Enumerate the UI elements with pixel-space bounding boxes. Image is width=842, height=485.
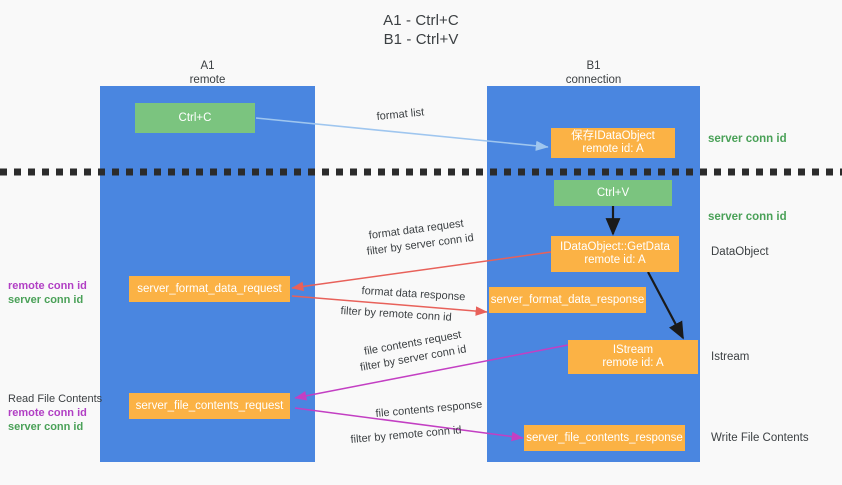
node-ctrl-v-label: Ctrl+V (596, 186, 630, 199)
filter-prefix: filter by (340, 304, 377, 320)
node-save-idataobject-line2: remote id: A (582, 143, 644, 155)
edge-label-format-list: format list (376, 106, 425, 123)
column-header-a1: A1 remote (100, 59, 315, 87)
node-istream-line2: remote id: A (602, 357, 664, 369)
left-annotation-read-file-contents: Read File Contents (8, 393, 103, 405)
node-server-format-data-response-label: server_format_data_response (490, 293, 645, 306)
node-server-file-contents-request-label: server_file_contents_request (135, 399, 284, 412)
node-idataobject-getdata-line1: IDataObject::GetData (560, 241, 670, 253)
node-ctrl-v[interactable]: Ctrl+V (554, 180, 672, 206)
left-annotation-format-data: remote conn id server conn id (8, 279, 87, 307)
column-header-b1-name: B1 (586, 60, 601, 72)
right-annotation-dataobject: DataObject (711, 246, 769, 258)
node-istream[interactable]: IStream remote id: A (568, 340, 698, 374)
right-annotation-write-file-contents: Write File Contents (711, 432, 809, 444)
node-server-file-contents-response-label: server_file_contents_response (526, 431, 683, 444)
filter-value-remote-conn-id: remote conn id (388, 424, 463, 443)
node-server-format-data-request[interactable]: server_format_data_request (129, 276, 290, 302)
left-annotation-server-conn-id: server conn id (8, 294, 84, 306)
node-save-idataobject-line1: 保存IDataObject (571, 130, 655, 142)
node-ctrl-c-label: Ctrl+C (178, 111, 212, 124)
node-save-idataobject[interactable]: 保存IDataObject remote id: A (551, 128, 675, 158)
filter-value-remote-conn-id: remote conn id (378, 307, 453, 324)
edge-label-format-data-response: format data response (361, 284, 466, 304)
node-server-file-contents-response[interactable]: server_file_contents_response (524, 425, 685, 451)
column-header-b1-sub: connection (565, 74, 622, 86)
column-header-b1: B1 connection (487, 59, 700, 87)
node-server-format-data-response[interactable]: server_format_data_response (489, 287, 646, 313)
node-idataobject-getdata[interactable]: IDataObject::GetData remote id: A (551, 236, 679, 272)
column-header-a1-sub: remote (189, 74, 226, 86)
node-ctrl-c[interactable]: Ctrl+C (135, 103, 255, 133)
column-header-a1-name: A1 (200, 60, 215, 72)
edge-label-file-contents-response-filter: filter by remote conn id (350, 423, 462, 447)
edge-label-format-data-response-filter: filter by remote conn id (340, 304, 452, 325)
left-annotation-remote-conn-id: remote conn id (8, 407, 87, 419)
node-idataobject-getdata-line2: remote id: A (584, 254, 646, 266)
node-server-format-data-request-label: server_format_data_request (137, 282, 282, 295)
filter-prefix: filter by (350, 430, 387, 446)
left-annotation-server-conn-id: server conn id (8, 421, 84, 433)
right-annotation-server-conn-id-top: server conn id (708, 133, 787, 145)
diagram-title-line-2: B1 - Ctrl+V (383, 31, 459, 48)
node-istream-line1: IStream (612, 344, 654, 356)
node-server-file-contents-request[interactable]: server_file_contents_request (129, 393, 290, 419)
right-annotation-server-conn-id-mid: server conn id (708, 211, 787, 223)
left-annotation-remote-conn-id: remote conn id (8, 280, 87, 292)
left-annotation-file-contents: Read File Contents remote conn id server… (8, 392, 102, 434)
edge-label-file-contents-response: file contents response (375, 398, 483, 420)
diagram-title-line-1: A1 - Ctrl+C (383, 12, 459, 29)
right-annotation-istream: Istream (711, 351, 750, 363)
filter-prefix: filter by (366, 241, 403, 258)
